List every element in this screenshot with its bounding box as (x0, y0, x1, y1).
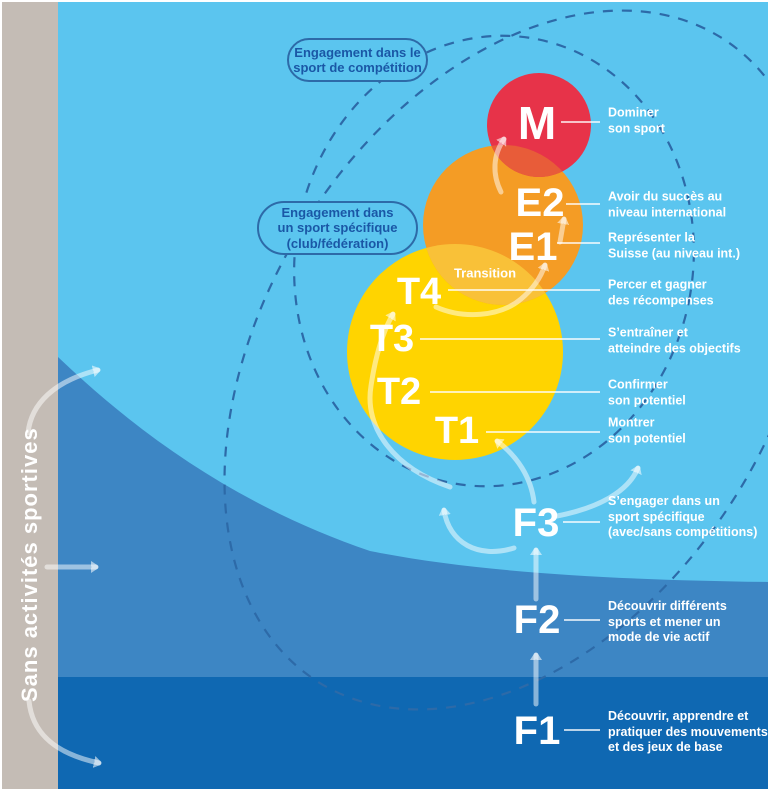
arrow-t1-to-t4 (367, 311, 453, 490)
stage-T2-letter: T2 (376, 371, 422, 413)
label-connector-lines (420, 121, 600, 731)
stage-F1-description: Découvrir, apprendre et pratiquer des mo… (608, 708, 768, 754)
arrow-e1-to-e2 (560, 216, 564, 245)
stage-E2-description: Avoir du succès au niveau international (608, 189, 727, 220)
competition-engagement-pill: Engagement dans le sport de compétition (287, 38, 428, 82)
stage-E1-letter: E1 (508, 225, 558, 269)
arrow-t4-to-e1-transition (433, 262, 545, 318)
arrow-sidebar-bottom (26, 698, 102, 763)
specific-sport-engagement-pill: Engagement dans un sport spécifique (clu… (257, 201, 418, 255)
competition-dashed-ellipse (223, 9, 768, 711)
progression-arrows (25, 136, 638, 763)
arrow-e2-to-m (492, 136, 507, 195)
stage-F2-description: Découvrir différents sports et mener un … (608, 598, 727, 644)
stage-T4-description: Percer et gagner des récompenses (608, 277, 714, 308)
stage-T2-description: Confirmer son potentiel (608, 377, 686, 408)
arrow-sidebar-top (25, 370, 101, 436)
stage-T1-letter: T1 (434, 410, 480, 452)
stage-E1-description: Représenter la Suisse (au niveau int.) (608, 230, 740, 261)
stage-M-letter: M (517, 97, 557, 149)
stage-F1-letter: F1 (513, 709, 561, 753)
sidebar-no-sport-label: Sans activités sportives (17, 427, 42, 703)
stage-E2-letter: E2 (515, 181, 565, 225)
stage-T3-description: S’entraîner et atteindre des objectifs (608, 325, 741, 356)
stage-F3-letter: F3 (512, 501, 560, 545)
stage-F2-letter: F2 (513, 598, 561, 642)
stage-T3-letter: T3 (369, 318, 415, 360)
arrow-f3-to-t1 (494, 438, 537, 505)
stage-F3-description: S’engager dans un sport spécifique (avec… (608, 493, 758, 539)
stage-T4-letter: T4 (396, 271, 442, 313)
stage-M-description: Dominer son sport (608, 105, 665, 136)
arrow-f3-branch-right (554, 465, 638, 519)
transition-label: Transition (453, 265, 517, 281)
arrow-f3-branch-left (444, 507, 517, 554)
zone-dark-blue (58, 677, 768, 789)
stage-T1-description: Montrer son potentiel (608, 415, 686, 446)
